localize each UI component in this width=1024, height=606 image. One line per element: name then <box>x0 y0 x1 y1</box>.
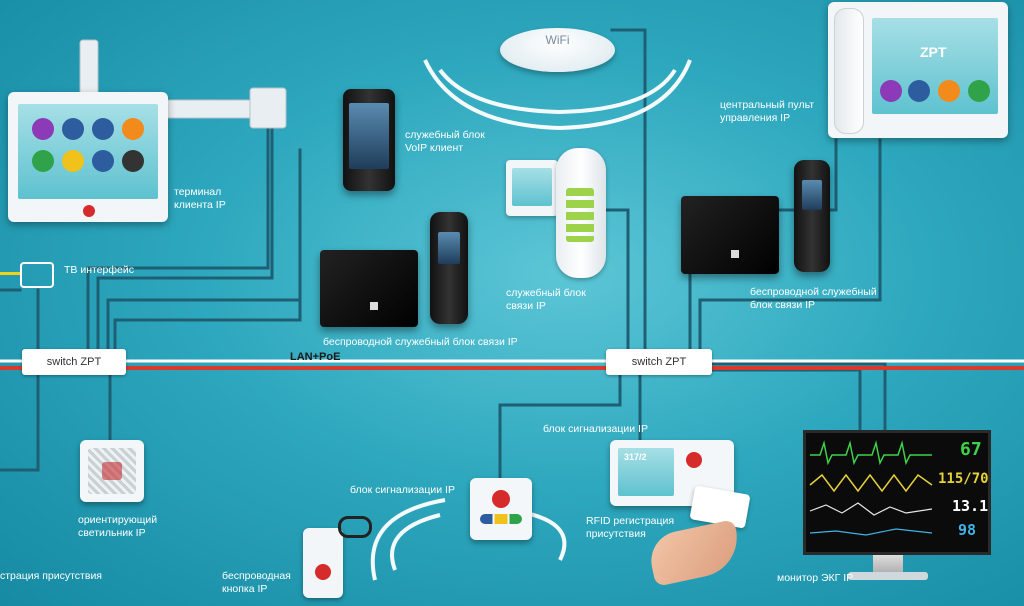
ecg-stand <box>873 555 903 575</box>
tv-icon <box>32 118 54 140</box>
ecg-base <box>848 572 928 580</box>
base-led <box>370 302 378 310</box>
voip-phone-screen <box>349 103 389 169</box>
central-console-label: центральный пульт управления IP <box>720 99 815 124</box>
ecg-spo2: 98 <box>958 521 977 539</box>
wire-ecg-2 <box>710 368 862 432</box>
presence-registration-label: страция присутствия <box>0 570 102 582</box>
ecg-monitor-label: монитор ЭКГ IP <box>777 572 854 584</box>
signal-small-keys <box>480 514 522 524</box>
wifi-arc-2 <box>423 59 561 130</box>
base-station-right <box>681 196 779 274</box>
service-unit-handle <box>556 148 606 278</box>
wire-terminal <box>86 88 270 355</box>
wire-service-unit <box>600 208 630 350</box>
wire-terminal-2 <box>96 88 274 355</box>
service-comm-unit <box>506 148 606 278</box>
switch-right-label: switch ZPT <box>631 356 687 368</box>
wifi-access-point: WiFi <box>500 28 615 72</box>
wire-signal <box>498 374 622 480</box>
user-icon <box>62 150 84 172</box>
central-console: ZPT <box>828 2 1008 138</box>
voip-client-label: служебный блок VoIP клиент <box>405 129 485 154</box>
wire-right-console <box>698 138 882 350</box>
signal-unit-small <box>470 478 532 540</box>
service-unit-screen <box>512 168 552 206</box>
console-icon-1 <box>880 80 902 102</box>
orienting-light <box>80 440 144 502</box>
console-icon-2 <box>908 80 930 102</box>
light-grid <box>88 448 136 494</box>
ecg-bp: 115/70 <box>938 471 989 487</box>
globe-icon <box>92 118 114 140</box>
wire-wireless-left <box>113 298 302 355</box>
handset-left-screen <box>438 232 460 264</box>
service-unit-panel <box>506 160 558 216</box>
tv-interface-box <box>20 262 54 288</box>
tv-interface-label: ТВ интерфейс <box>64 264 134 276</box>
orienting-light-label: ориентирующий светильник IP <box>78 514 158 539</box>
wifi-arc-1 <box>438 68 561 114</box>
ecg-waves <box>809 440 933 536</box>
client-terminal-label: терминал клиента IP <box>174 186 226 211</box>
wireless-button <box>303 528 343 598</box>
signal-red-button <box>492 490 510 508</box>
signal-unit-red <box>686 452 702 468</box>
service-comm-unit-label: служебный блок связи IP <box>506 287 586 312</box>
wifi-label: WiFi <box>545 33 570 47</box>
signal-unit-right-label: блок сигнализации IP <box>543 423 648 435</box>
keypad <box>566 188 594 242</box>
signal-unit-display: 317/2 <box>618 448 674 496</box>
wireless-button-label: беспроводная кнопка IP <box>222 570 291 595</box>
console-icon-4 <box>968 80 990 102</box>
terminal-pole <box>79 39 99 96</box>
bell-icon <box>122 118 144 140</box>
wire-ecg <box>710 362 887 432</box>
button-arc-2 <box>370 498 446 581</box>
wire-wifi <box>610 28 647 350</box>
apps-icon <box>32 150 54 172</box>
terminal-arm-mount <box>249 87 287 129</box>
room-code: 317/2 <box>624 452 647 462</box>
wireless-service-right-label: беспроводной служебный блок связи IP <box>750 286 877 311</box>
switch-left-label: switch ZPT <box>46 356 102 368</box>
voip-phone <box>343 89 395 191</box>
console-handset <box>834 8 864 134</box>
handset-right-screen <box>802 180 822 210</box>
wire-left-down <box>0 374 40 472</box>
console-screen: ZPT <box>872 18 998 114</box>
wireless-service-left-label: беспроводной служебный блок связи IP <box>323 336 518 348</box>
button-arc-1 <box>390 513 441 571</box>
rfid-label: RFID регистрация присутствия <box>586 515 675 540</box>
base-station-left <box>320 250 418 327</box>
wifi-arc-4 <box>559 59 692 130</box>
signal-unit-left-label: блок сигнализации IP <box>350 484 455 496</box>
lan-label: LAN+PoE <box>290 351 341 363</box>
console-brand: ZPT <box>920 44 947 60</box>
ecg-monitor: 67 115/70 13.1 98 <box>803 430 991 555</box>
light-red-dot <box>102 462 122 480</box>
console-icon-3 <box>938 80 960 102</box>
settings-icon <box>122 150 144 172</box>
wire-voip <box>106 148 302 355</box>
handset-right <box>794 160 830 272</box>
tv-wire-yellow <box>0 272 20 275</box>
wifi-arc-3 <box>559 68 677 114</box>
base-right-led <box>731 250 739 258</box>
ecg-resp: 13.1 <box>952 497 989 515</box>
client-terminal-screen <box>18 104 158 199</box>
call-button-icon <box>83 205 95 217</box>
switch-right: switch ZPT <box>606 349 712 375</box>
handset-left <box>430 212 468 324</box>
music-icon <box>62 118 84 140</box>
switch-left: switch ZPT <box>22 349 126 375</box>
client-terminal <box>8 92 168 222</box>
sun-icon <box>92 150 114 172</box>
ecg-hr: 67 <box>960 439 982 460</box>
wireless-button-strap <box>338 516 372 538</box>
wireless-button-red <box>315 564 331 580</box>
